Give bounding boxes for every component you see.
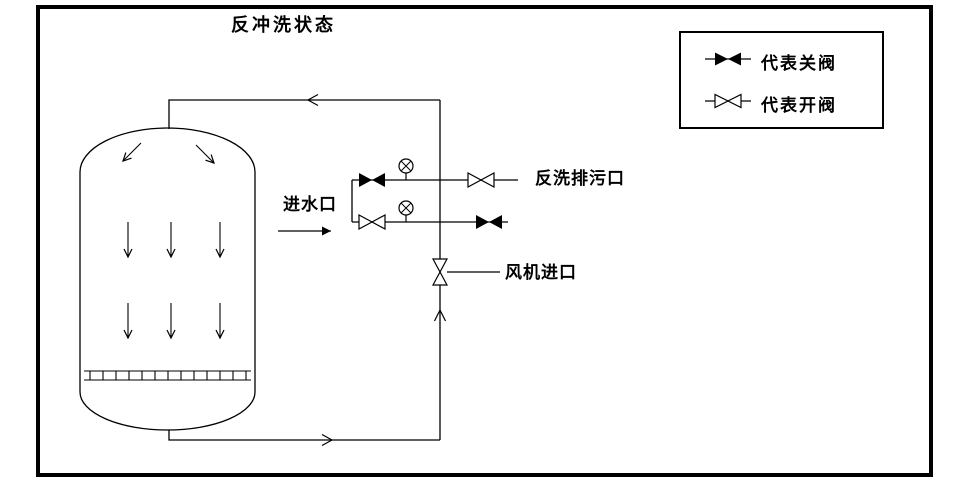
open-valve-symbol	[705, 93, 751, 109]
closed-valve-symbol	[705, 52, 751, 66]
upper-right-open-valve-icon	[467, 172, 495, 188]
bottom-pipe-flow-arrow	[321, 433, 334, 447]
tank-flow-arrows	[122, 142, 225, 340]
lower-right-closed-valve-icon	[476, 215, 502, 229]
legend-box: 代表关阀 代表开阀	[679, 31, 884, 129]
closed-valve-legend-label: 代表关阀	[761, 54, 837, 73]
lower-gauge-icon	[398, 200, 414, 223]
upper-left-closed-valve-icon	[359, 173, 385, 187]
vertical-pipe-flow-arrow	[433, 308, 447, 322]
lower-left-open-valve-icon	[358, 214, 386, 230]
tank-flow-arrow	[195, 144, 215, 164]
open-valve-legend-label: 代表开阀	[761, 96, 837, 115]
backwash-drain-label: 反洗排污口	[535, 169, 625, 188]
tank-flow-arrow	[122, 142, 142, 162]
strainer-plate	[84, 370, 251, 381]
water-inlet-label: 进水口	[283, 195, 337, 214]
top-pipe	[168, 99, 440, 129]
upper-gauge-icon	[398, 158, 414, 181]
pipe-flow-arrows	[306, 93, 447, 447]
pipes	[168, 99, 518, 441]
tank-top-dome	[79, 127, 256, 173]
top-pipe-flow-arrow	[306, 93, 319, 107]
diagram-title: 反冲洗状态	[231, 15, 336, 35]
fan-inlet-label: 风机进口	[505, 263, 577, 282]
bottom-pipe	[168, 430, 440, 441]
fan-open-valve-icon	[432, 258, 448, 286]
tank-bottom-dome	[79, 391, 256, 431]
filter-tank	[79, 127, 256, 431]
